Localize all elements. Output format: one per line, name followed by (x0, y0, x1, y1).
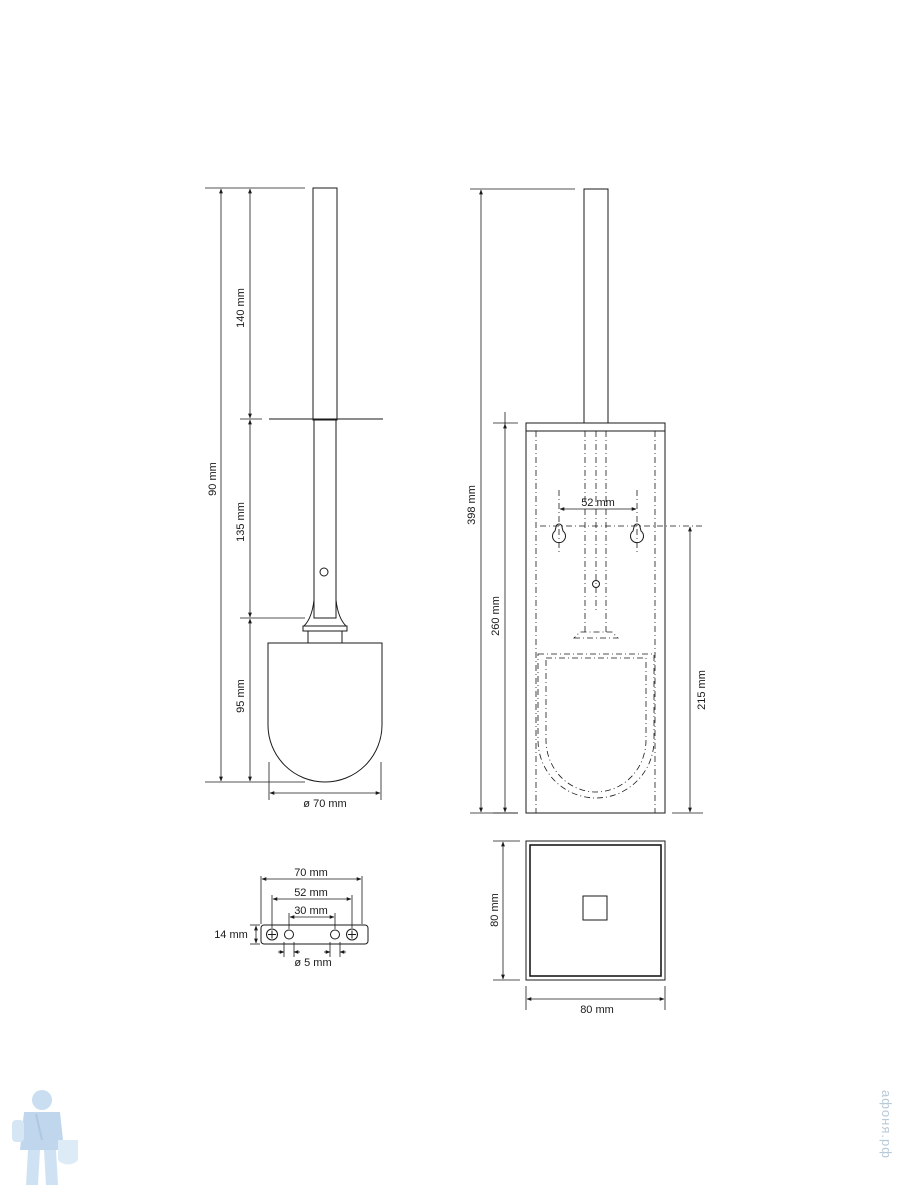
plate-height-label: 14 mm (214, 929, 248, 941)
side-head-height-label: 95 mm (235, 679, 247, 713)
front-mount-height-label: 215 mm (696, 670, 708, 710)
top-depth-label: 80 mm (489, 893, 501, 927)
plate-hole-diameter-label: ø 5 mm (294, 957, 331, 969)
front-view-holder: 398 mm 260 mm 215 mm 52 mm (466, 188, 708, 814)
side-total-height-label: 90 mm (207, 462, 219, 496)
top-width-label: 80 mm (580, 1004, 614, 1016)
plate-hole-spacing-label: 30 mm (294, 905, 328, 917)
watermark-text: афоня.рф (879, 1090, 894, 1159)
plate-screw-spacing-label: 52 mm (294, 887, 328, 899)
side-mid-length-label: 135 mm (235, 502, 247, 542)
front-hole-spacing-label: 52 mm (581, 497, 615, 509)
top-view-holder: 80 mm 80 mm (489, 840, 666, 1016)
mounting-plate: 70 mm 52 mm 30 mm 14 mm ø 5 mm (214, 867, 369, 969)
side-view-brush: 90 mm 140 mm 135 mm 95 mm ø 70 mm (205, 187, 383, 810)
front-total-height-label: 398 mm (466, 485, 478, 525)
plate-width-label: 70 mm (294, 867, 328, 879)
front-holder-height-label: 260 mm (490, 596, 502, 636)
plumber-mascot-logo (12, 1090, 78, 1185)
side-head-diameter-label: ø 70 mm (303, 798, 346, 810)
side-handle-length-label: 140 mm (235, 288, 247, 328)
